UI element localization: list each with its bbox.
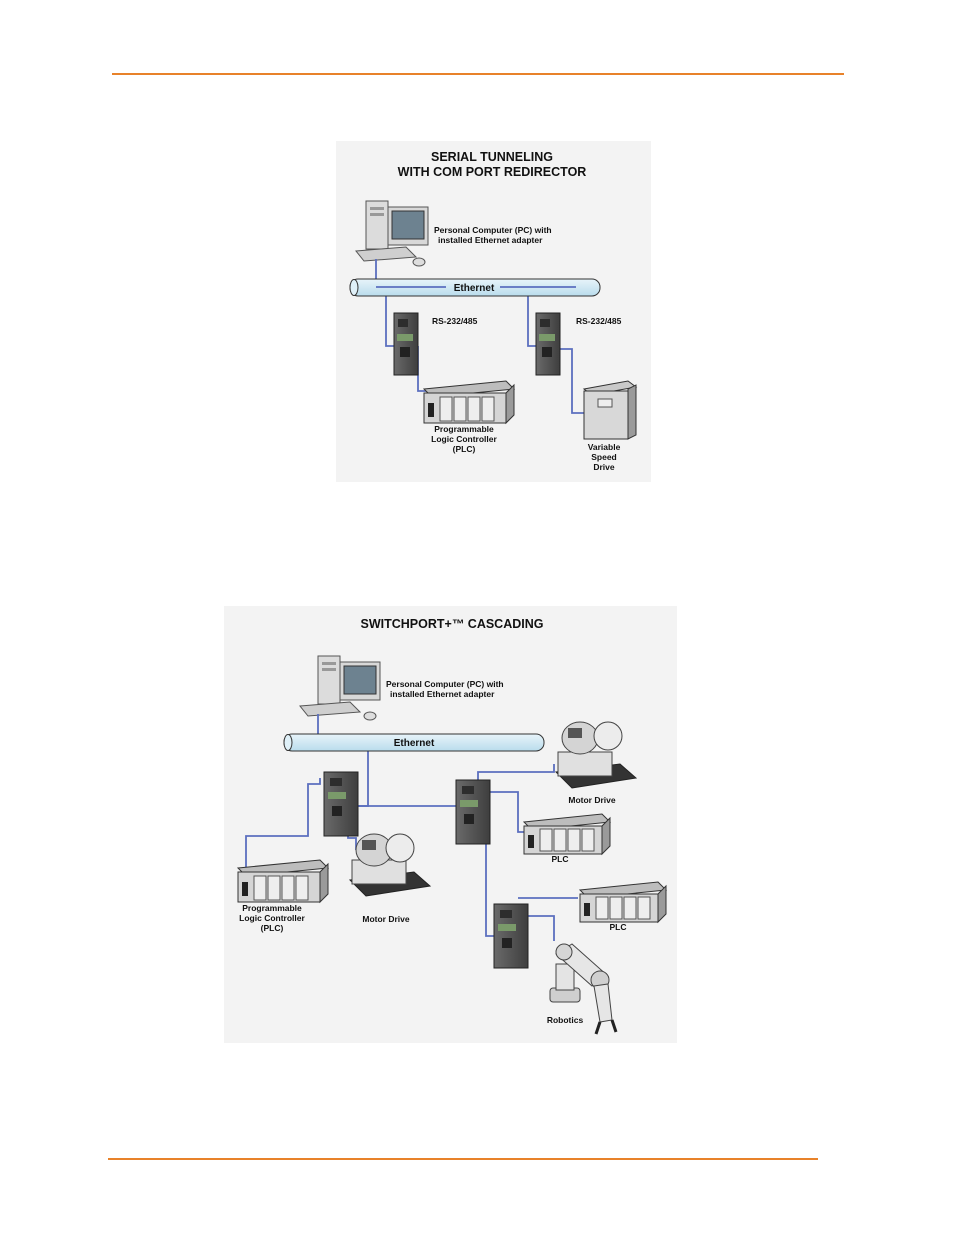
vsd-label-line3: Drive: [593, 462, 615, 472]
plc-icon: [422, 380, 516, 425]
diagram1-title-line1: SERIAL TUNNELING: [431, 150, 553, 164]
ethernet-label: Ethernet: [454, 283, 495, 294]
header-rule: [112, 73, 844, 75]
plc-middle-label: PLC: [552, 854, 569, 864]
pc-icon: [299, 655, 381, 721]
motor-drive-right-icon: [554, 721, 638, 789]
variable-speed-drive-icon: [582, 380, 638, 440]
device-server-left: [393, 312, 419, 376]
vsd-label-line1: Variable: [588, 442, 621, 452]
plc-left-icon: [236, 859, 330, 904]
plc-label-line1: Programmable: [434, 424, 494, 434]
device-server-left: [323, 771, 359, 837]
diagram2-title: SWITCHPORT+™ CASCADING: [361, 617, 544, 631]
ethernet-label: Ethernet: [394, 738, 435, 749]
plc-middle-icon: [522, 813, 612, 856]
port-label-right: RS-232/485: [576, 316, 622, 326]
robotics-arm-icon: [549, 943, 618, 1035]
device-server-middle: [455, 779, 491, 845]
serial-tunneling-diagram: SERIAL TUNNELING WITH COM PORT REDIRECTO…: [336, 141, 651, 482]
plc-right-icon: [578, 881, 668, 924]
plc-label-line2: Logic Controller: [431, 434, 497, 444]
device-server-right: [535, 312, 561, 376]
motor-drive-left-label: Motor Drive: [362, 914, 410, 924]
plc-left-label-line1: Programmable: [242, 903, 302, 913]
vsd-label-line2: Speed: [591, 452, 617, 462]
plc-left-label-line2: Logic Controller: [239, 913, 305, 923]
pc-label-line2: installed Ethernet adapter: [438, 235, 543, 245]
pc-label-line1: Personal Computer (PC) with: [386, 679, 504, 689]
switchport-cascading-diagram: SWITCHPORT+™ CASCADING Personal Computer…: [224, 606, 677, 1043]
pc-label-line2: installed Ethernet adapter: [390, 689, 495, 699]
robotics-label: Robotics: [547, 1015, 584, 1025]
plc-right-label: PLC: [610, 922, 627, 932]
footer-rule: [108, 1158, 818, 1160]
device-server-bottom: [493, 903, 529, 969]
diagram1-title-line2: WITH COM PORT REDIRECTOR: [398, 165, 587, 179]
pc-label-line1: Personal Computer (PC) with: [434, 225, 552, 235]
pc-icon: [355, 200, 429, 267]
plc-left-label-line3: (PLC): [261, 923, 284, 933]
motor-drive-right-label: Motor Drive: [568, 795, 616, 805]
ethernet-pipe: [349, 278, 601, 297]
ethernet-pipe: [283, 733, 545, 752]
port-label-left: RS-232/485: [432, 316, 478, 326]
motor-drive-left-icon: [348, 833, 432, 897]
plc-label-line3: (PLC): [453, 444, 476, 454]
